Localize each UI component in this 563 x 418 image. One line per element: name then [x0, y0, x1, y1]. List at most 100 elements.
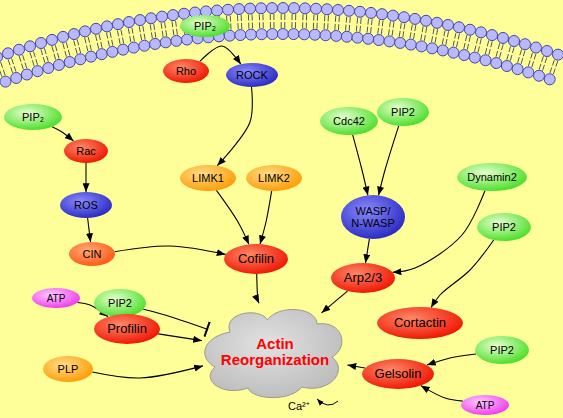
lipid-tail — [139, 26, 140, 32]
signal-arrow — [257, 274, 259, 303]
node-text-box: ROCK — [226, 63, 278, 87]
lipid-tail — [65, 51, 67, 57]
lipid-tail — [248, 15, 249, 21]
node-text-box: LIMK2 — [246, 165, 302, 191]
protein-ellipse: Gelsolin — [362, 359, 434, 389]
lipid-tail — [381, 28, 383, 34]
lipid-tail — [173, 29, 175, 35]
lipid-tail — [171, 21, 173, 27]
node-label: PIP2 — [108, 297, 132, 309]
lipid-tail — [426, 27, 427, 33]
signal-arrow — [158, 334, 202, 341]
ellipse-shape — [377, 98, 429, 126]
node-label: ROCK — [236, 69, 268, 81]
lipid-head — [91, 23, 102, 34]
protein-ellipse: LIMK1 — [180, 165, 236, 191]
lipid-head — [410, 13, 421, 24]
lipid-tail — [306, 22, 307, 28]
lipid-tail — [74, 40, 75, 46]
lipid-tail — [491, 41, 492, 47]
lipid-tail — [230, 16, 231, 22]
lipid-tail — [36, 59, 38, 65]
lipid-tail — [432, 36, 433, 42]
protein-ellipse: PIP2 — [377, 98, 429, 126]
lipid-tail — [411, 25, 413, 31]
lipid-head — [512, 64, 523, 75]
ellipse-shape — [69, 242, 115, 266]
lipid-tail — [96, 35, 97, 41]
lipid-head — [96, 49, 107, 60]
lipid-head — [399, 12, 410, 23]
lipid-head — [501, 61, 512, 72]
node-label: PIP2 — [391, 106, 415, 118]
lipid-tail — [90, 45, 91, 51]
lipid-head — [299, 29, 310, 40]
lipid-tail — [151, 32, 153, 38]
lipid-tail — [534, 54, 536, 60]
ellipse-shape — [32, 288, 80, 308]
lipid-head — [3, 48, 14, 59]
lipid-head — [235, 30, 246, 41]
lipid-head — [523, 67, 534, 78]
lipid-tail — [55, 45, 57, 51]
node-text-box: PIP₂ — [180, 15, 230, 37]
lipid-tail — [79, 47, 80, 53]
lipid-tail — [0, 71, 2, 77]
lipid-tail — [424, 35, 425, 41]
lipid-tail — [263, 22, 264, 28]
lipid-tail — [161, 23, 163, 29]
lipid-head — [107, 46, 118, 57]
node-label: Cdc42 — [333, 115, 365, 127]
lipid-tail — [3, 70, 5, 76]
lipid-tail — [447, 31, 448, 37]
lipid-tail — [389, 21, 391, 27]
protein-ellipse: ROS — [60, 192, 112, 218]
lipid-head — [533, 70, 544, 81]
lipid-tail — [85, 38, 86, 44]
ellipse-shape — [320, 107, 378, 135]
lipid-tail — [270, 22, 271, 28]
signal-arrow — [427, 354, 476, 365]
ellipse-shape — [457, 163, 527, 191]
lipid-tail — [410, 32, 412, 38]
lipid-head — [344, 5, 355, 16]
ellipse-shape — [377, 307, 463, 339]
lipid-head — [36, 38, 47, 49]
process-cloud: Actin Reorganization — [200, 302, 350, 402]
signal-arrow — [92, 366, 203, 378]
signal-arrow — [260, 191, 272, 244]
lipid-head — [377, 9, 388, 20]
signal-arrow — [85, 163, 86, 192]
lipid-head — [256, 3, 267, 14]
protein-ellipse: PIP₂ — [4, 104, 62, 130]
ellipse-shape — [180, 15, 230, 37]
lipid-head — [135, 15, 146, 26]
lipid-tail — [455, 33, 456, 39]
node-text-box: Rac — [64, 139, 108, 163]
signal-arrow — [353, 135, 368, 195]
signal-arrow — [52, 127, 74, 141]
lipid-tail — [378, 20, 380, 26]
lipid-tail — [52, 46, 54, 52]
node-text-box: Rho — [163, 59, 209, 83]
lipid-tail — [292, 14, 293, 20]
node-label: LIMK1 — [192, 172, 224, 184]
lipid-tail — [404, 23, 406, 29]
node-text-box: Gelsolin — [362, 359, 434, 389]
lipid-head — [256, 29, 267, 40]
lipid-head — [544, 74, 555, 85]
lipid-tail — [41, 49, 43, 55]
lipid-head — [487, 30, 498, 41]
lipid-head — [0, 76, 11, 87]
lipid-tail — [241, 15, 242, 21]
protein-ellipse: Cofilin — [224, 244, 288, 274]
lipid-head — [80, 26, 91, 37]
lipid-tail — [122, 38, 123, 44]
node-text-box: LIMK1 — [180, 165, 236, 191]
lipid-head — [245, 29, 256, 40]
lipid-tail — [346, 17, 347, 23]
lipid-tail — [496, 51, 498, 57]
lipid-tail — [57, 53, 59, 59]
lipid-head — [395, 37, 406, 48]
lipid-tail — [117, 30, 118, 36]
